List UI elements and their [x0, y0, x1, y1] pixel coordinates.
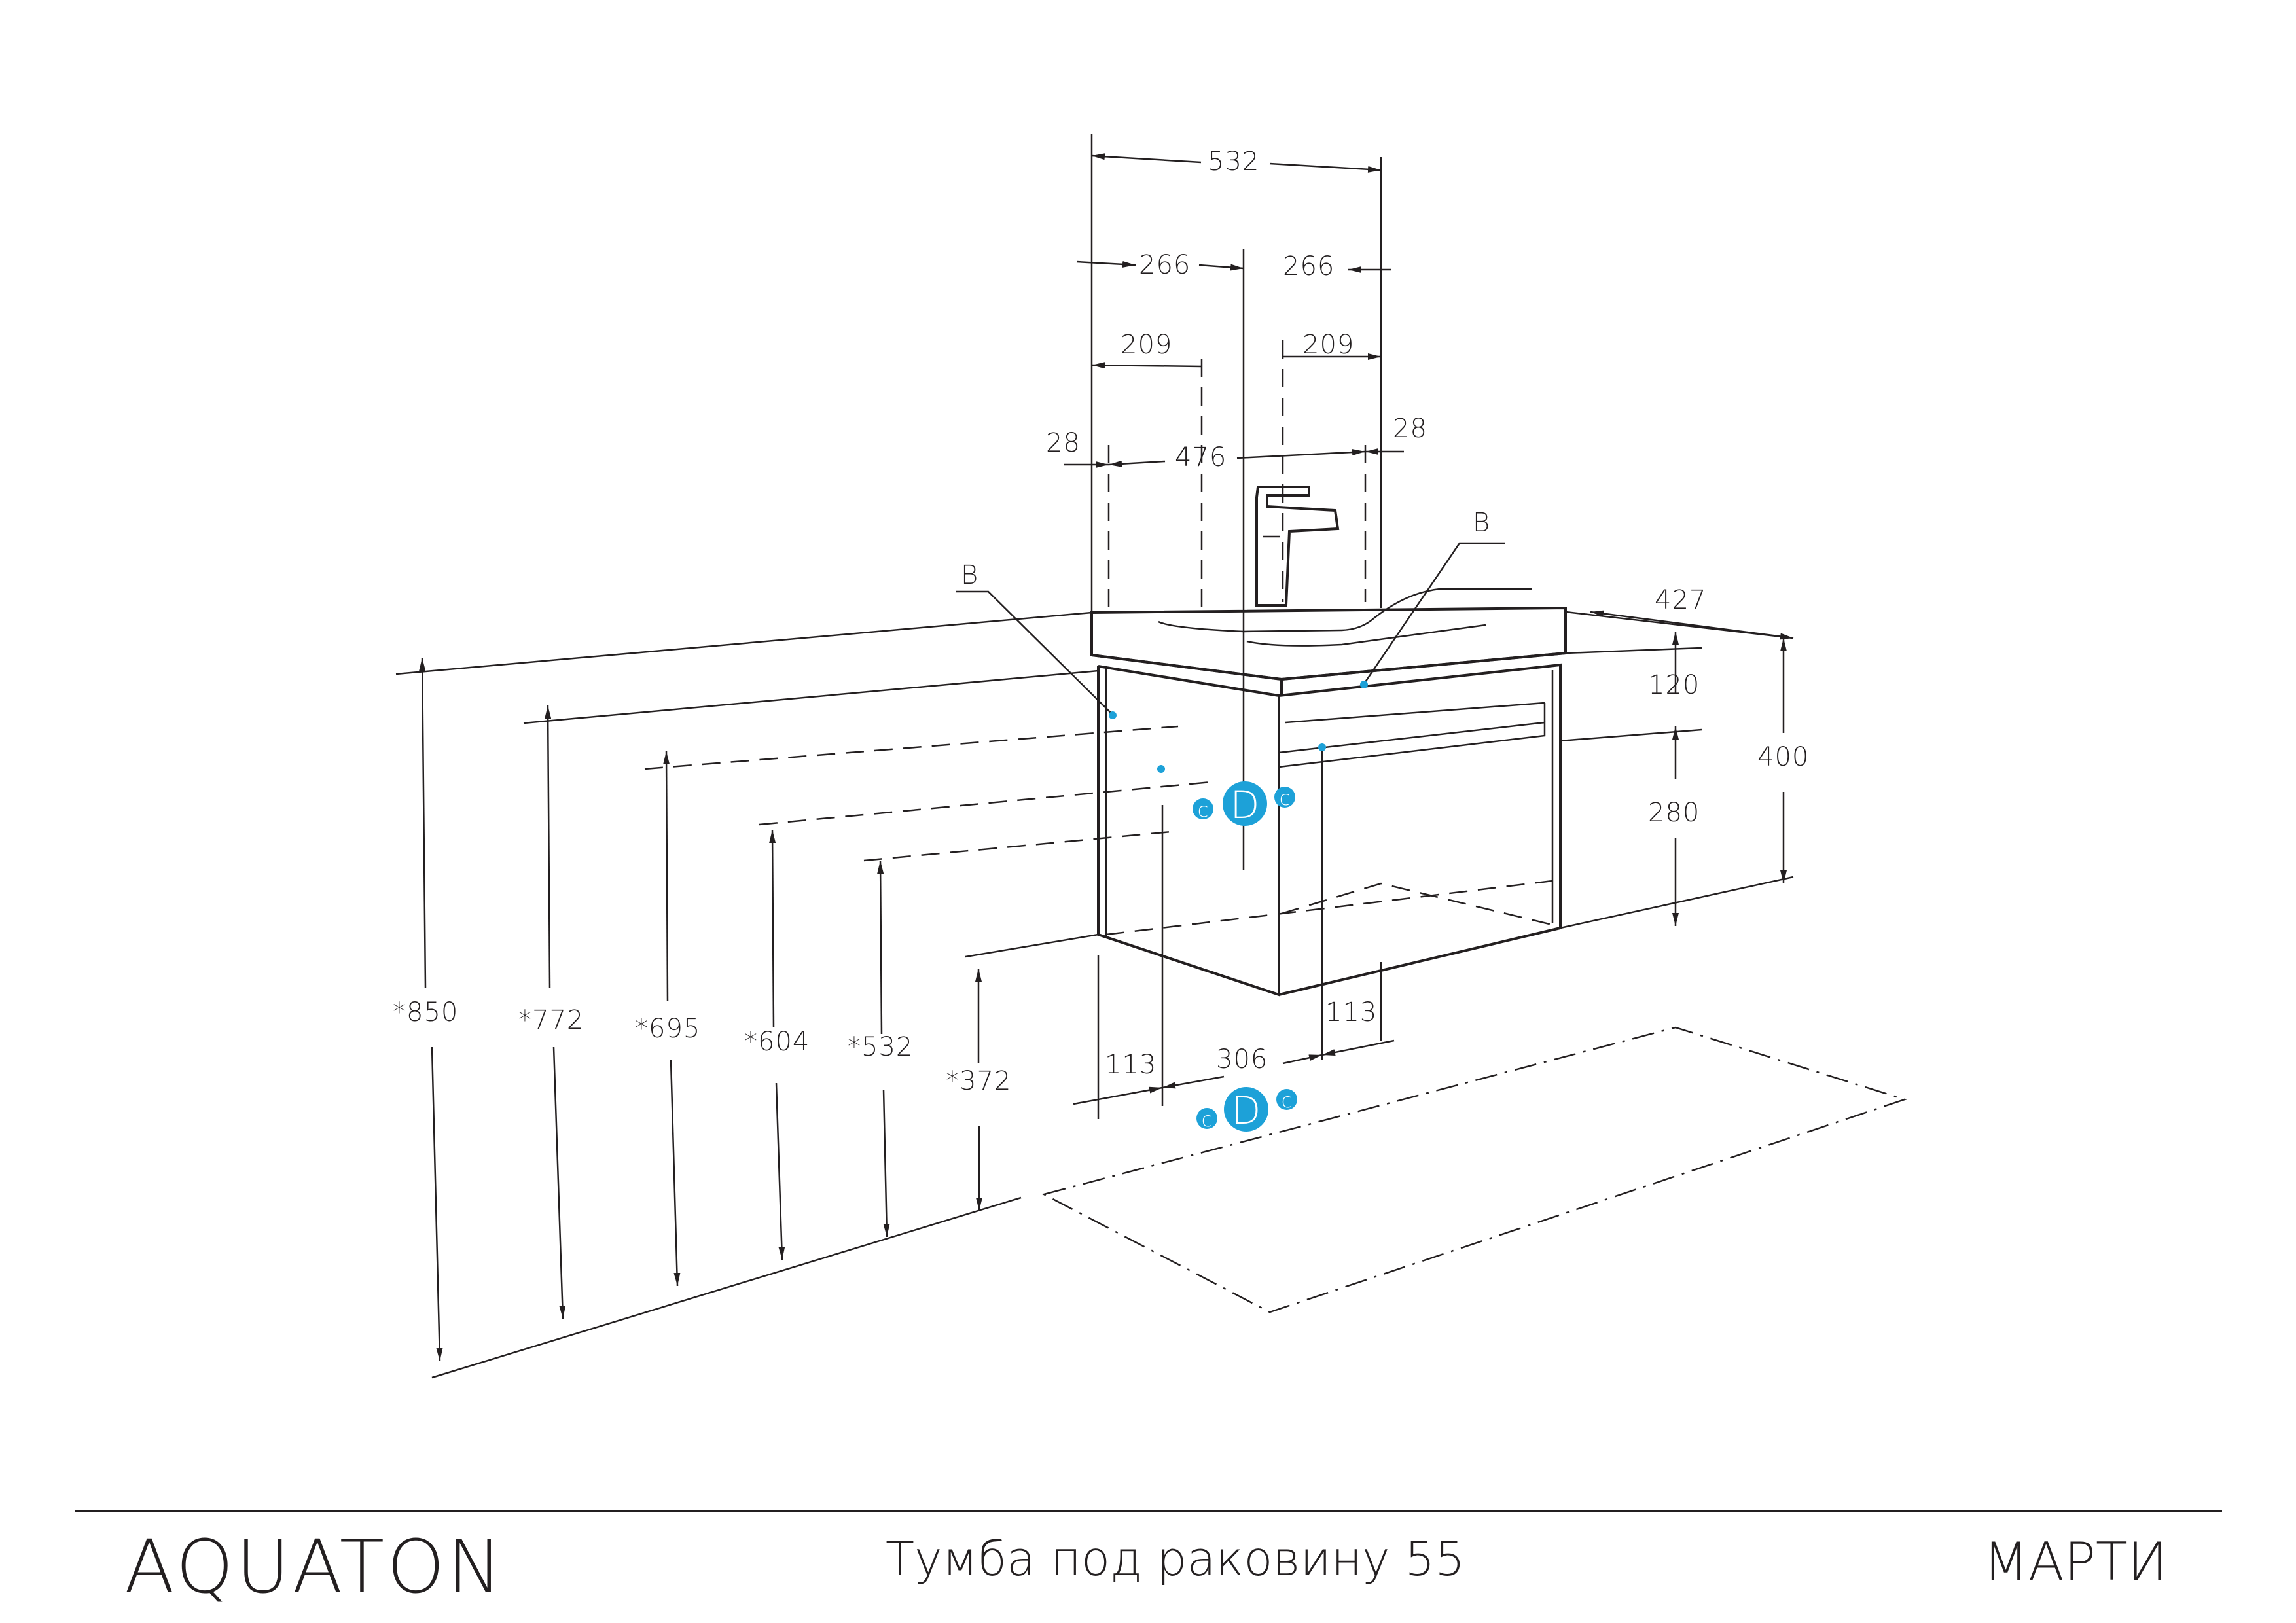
cabinet-outline: [1090, 486, 1567, 997]
faucet-icon: [1255, 486, 1340, 607]
label-b-left: B: [961, 560, 978, 590]
dim-height-604: *604: [744, 1027, 810, 1057]
marker-dot: [1109, 711, 1117, 719]
dim-bottom-113-left: 113: [1105, 1050, 1157, 1080]
footer-divider: [75, 1510, 2222, 1512]
dim-height-772: *772: [518, 1005, 584, 1035]
dim-height-532: *532: [848, 1032, 913, 1062]
c-label: c: [1198, 799, 1209, 822]
top-dimensions: [1064, 153, 1794, 640]
b-leaders: [956, 542, 1505, 715]
d-label: D: [1232, 1088, 1261, 1133]
height-dimensions: [419, 657, 982, 1362]
bottom-dimensions: [1073, 1039, 1395, 1105]
d-label: D: [1230, 783, 1260, 827]
label-b-right: B: [1473, 508, 1490, 538]
dim-height-400: 400: [1757, 742, 1809, 772]
marker-dot: [1360, 681, 1368, 688]
dim-half-right-266: 266: [1283, 251, 1335, 281]
dim-height-850: *850: [393, 997, 458, 1027]
dim-left-209: 209: [1121, 330, 1172, 360]
extension-lines: [395, 134, 1908, 1379]
c-label: c: [1280, 787, 1291, 810]
c-label: c: [1202, 1109, 1213, 1132]
dim-left-28: 28: [1046, 428, 1081, 458]
dim-depth-427: 427: [1655, 585, 1706, 615]
marker-dot: [1318, 743, 1326, 751]
brand-logo: AQUATON: [124, 1525, 505, 1610]
model-name: МАРТИ: [1983, 1531, 2168, 1592]
water-supply-icon-upper: c D c: [1193, 781, 1295, 827]
c-label: c: [1282, 1090, 1293, 1113]
dim-right-209: 209: [1302, 330, 1354, 360]
dim-height-372: *372: [946, 1066, 1011, 1096]
dimension-labels: 532 266 266 209 209 28 28 476 427 120 28…: [393, 147, 1809, 1096]
water-supply-icon-lower: c D c: [1196, 1087, 1297, 1133]
dim-height-280: 280: [1648, 798, 1700, 828]
right-dimensions: [1672, 632, 1787, 926]
marker-dot: [1157, 765, 1165, 773]
product-title: Тумба под раковину 55: [886, 1531, 1465, 1586]
dim-bottom-113-right: 113: [1325, 997, 1377, 1027]
dim-height-120: 120: [1648, 670, 1700, 700]
dim-height-695: *695: [635, 1014, 700, 1044]
dim-half-left-266: 266: [1139, 250, 1191, 280]
connection-markers: [1109, 681, 1368, 773]
dim-bottom-306: 306: [1216, 1044, 1268, 1075]
dim-right-28: 28: [1393, 414, 1427, 444]
dim-width-532: 532: [1208, 147, 1259, 177]
dim-inner-476: 476: [1175, 442, 1227, 473]
